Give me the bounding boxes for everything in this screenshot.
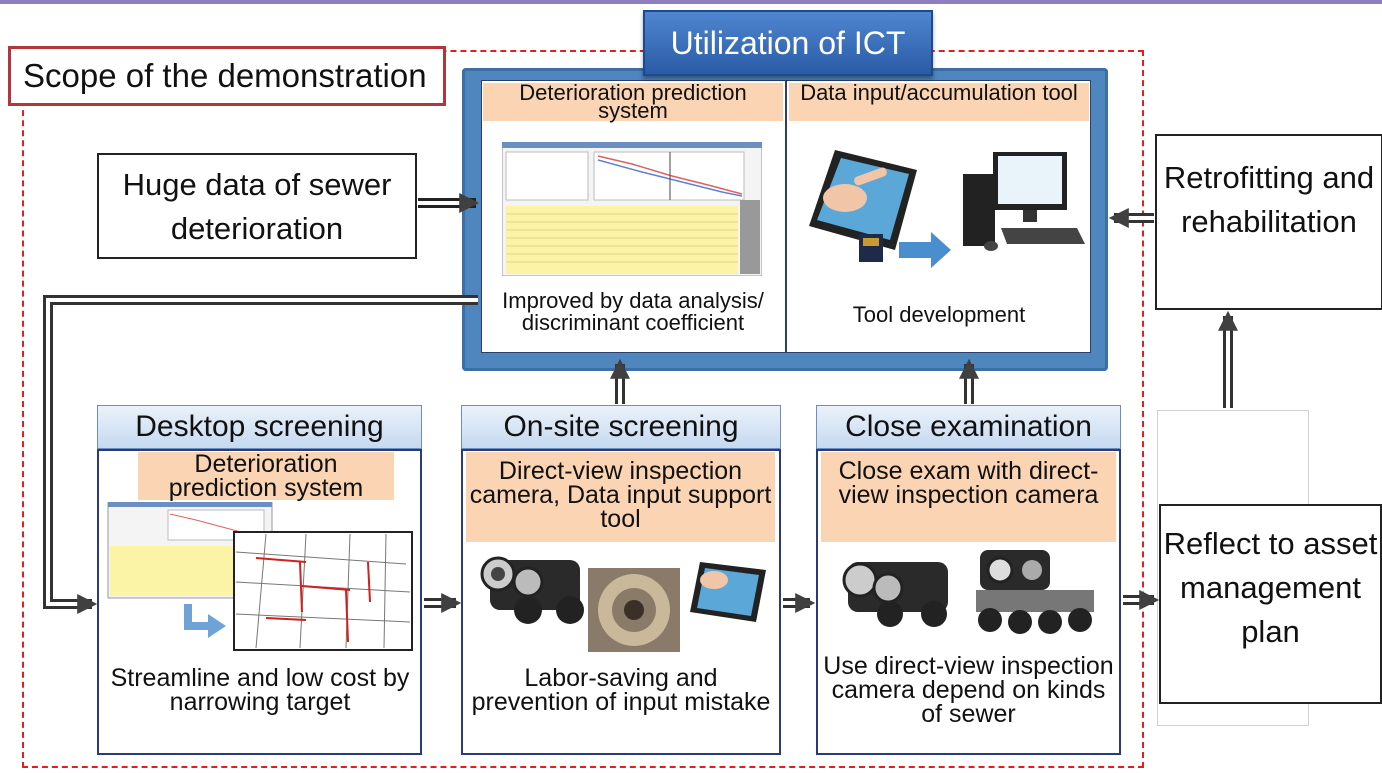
huge-data-box: Huge data of sewer deterioration <box>97 153 417 259</box>
arrow-ict-to-desktop <box>43 295 478 614</box>
tablet-touch-icon <box>690 562 766 622</box>
narrowing-arrow-icon <box>184 604 210 630</box>
prediction-caption: Improved by data analysis/ discriminant … <box>502 288 764 335</box>
scope-region <box>22 50 1144 768</box>
stage-close-description: Use direct-view inspection camera depend… <box>823 652 1114 728</box>
reflect-box: Reflect to asset management plan <box>1159 504 1382 704</box>
transfer-arrow-icon <box>899 232 951 268</box>
crawler-robot-icon <box>976 550 1094 634</box>
pipe-interior-icon <box>588 568 680 652</box>
stage-close-header: Close examination <box>816 405 1121 449</box>
stage-onsite-description: Labor-saving and prevention of input mis… <box>471 664 771 716</box>
software-screenshot-icon <box>502 142 762 276</box>
inspection-camera-icon <box>480 556 584 624</box>
stage-desktop-description: Streamline and low cost by narrowing tar… <box>110 664 410 716</box>
stage-onsite-illustration <box>480 556 766 652</box>
stage-close-method: Close exam with direct-view inspection c… <box>821 452 1116 542</box>
stage-close-illustration <box>842 550 1094 634</box>
stage-onsite-header: On-site screening <box>461 405 781 449</box>
input-tool-caption: Tool development <box>852 302 1026 327</box>
stage-onsite-method: Direct-view inspection camera, Data inpu… <box>466 452 775 542</box>
ict-divider <box>785 80 787 353</box>
scope-label: Scope of the demonstration <box>8 46 446 106</box>
inspection-camera-icon <box>842 562 948 627</box>
stage-desktop-illustration <box>107 502 413 651</box>
ict-title: Utilization of ICT <box>643 10 933 76</box>
input-tool-header: Data input/accumulation tool <box>789 82 1089 121</box>
desktop-computer-icon <box>963 152 1085 251</box>
prediction-system-header: Deterioration prediction system <box>483 82 783 122</box>
tablet-touch-icon <box>809 150 917 250</box>
top-accent-line <box>0 0 1382 4</box>
retrofitting-box: Retrofitting and rehabilitation <box>1155 134 1382 310</box>
sd-card-icon <box>859 234 883 262</box>
stage-desktop-method: Deterioration prediction system <box>138 452 394 501</box>
input-tool-illustration <box>809 150 1085 268</box>
sewer-map-icon <box>233 531 413 651</box>
stage-desktop-header: Desktop screening <box>97 405 422 449</box>
